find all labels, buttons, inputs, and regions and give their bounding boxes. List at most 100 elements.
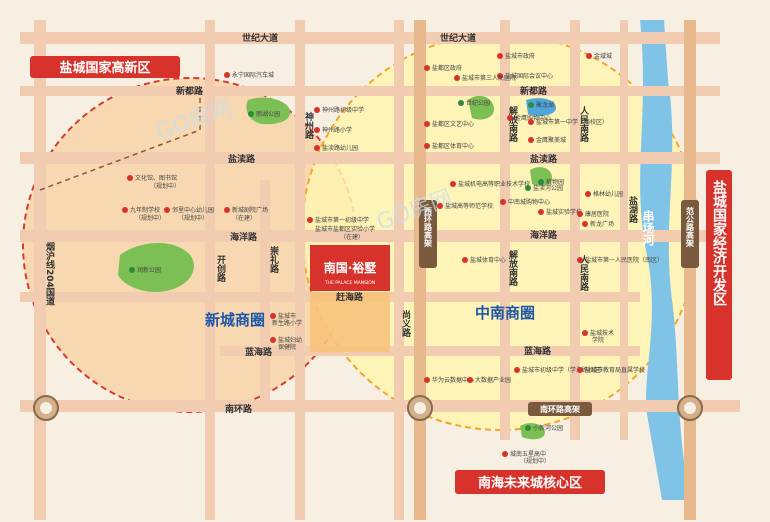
poi-yandu_zf: 盐都区政府 <box>432 64 462 72</box>
poi-shenzhou_p: 神州路初级中学 <box>322 106 364 114</box>
project-block[interactable] <box>310 245 390 291</box>
yanbo-marker <box>525 185 531 191</box>
yancheng_ji-marker <box>582 330 588 336</box>
yanbo-park <box>530 167 552 186</box>
zhiwu-marker <box>538 179 544 185</box>
nanhai-label: 南海未来城核心区 <box>478 475 582 491</box>
district-divider <box>39 90 201 191</box>
project-surround <box>310 292 390 352</box>
poi-gaoyan: 盐城高等师范学校 <box>445 202 493 210</box>
zhongnan-marker <box>500 199 506 205</box>
road-chongbei: 崇礼路 <box>268 245 279 274</box>
poi-layer: 永宁国际汽车城丽湖公园文化馆、图书馆（规划中）九年制学校（规划中）邻里中心幼儿园… <box>122 52 663 465</box>
poi-jiunian: 九年制学校 <box>130 206 160 214</box>
poi-xinchuan: 新城剧院广场 <box>232 206 268 214</box>
poi-shenzhou_x: 神州路小学 <box>322 126 352 134</box>
poi-huawei: 华为云数据中心 <box>432 376 474 384</box>
xiaohu-marker <box>525 425 531 431</box>
poi-disan: 盐城市第三人民医院 <box>462 74 516 82</box>
poi-yancheng_ji: 盐城技术 <box>590 329 614 337</box>
poi-kangyuan: 康居医院 <box>585 210 609 218</box>
gaoyan-marker <box>437 203 443 209</box>
poi-tiyu: 盐都区体育中心 <box>432 142 474 150</box>
wuxing-marker <box>502 451 508 457</box>
xinlong-marker <box>582 221 588 227</box>
poi-diyi_rm: 盐城市第一人民医院（南区） <box>585 256 663 264</box>
xihuan-elevated: 西环路高架 <box>423 207 433 248</box>
yongning-marker <box>224 72 230 78</box>
poi-chuzhong: 盐城市初级中学（学海路校区） <box>522 366 606 374</box>
shenzhou_p-marker <box>314 107 320 113</box>
chuanchang-river <box>640 20 690 500</box>
julong-marker <box>528 102 534 108</box>
zhengfu-marker <box>497 53 503 59</box>
road-renmin-2: 人民南路 <box>578 254 590 292</box>
district-east: 中南商圈 <box>475 304 535 322</box>
gelin-marker <box>585 191 591 197</box>
poi-yancheng_tiyu: 盐城体育中心 <box>470 256 506 264</box>
lihu-marker <box>248 111 254 117</box>
poi-julong: 聚龙湖 <box>536 101 554 109</box>
poi-gelin: 格林幼儿园 <box>593 190 623 198</box>
poi-linli2: （规划中） <box>178 214 208 222</box>
district-west: 新城商圈 <box>205 311 265 329</box>
chuzhong-marker <box>514 367 520 373</box>
fangong-elevated-badge <box>681 200 699 268</box>
poi-fuyou2: 保健院 <box>278 343 296 351</box>
yandu_y-marker <box>314 145 320 151</box>
project-subtitle: THE PALACE MANSION <box>324 280 375 286</box>
road-haiyang-2: 海洋路 <box>530 229 558 241</box>
road-shenzhou: 神州路 <box>303 111 315 140</box>
poi-diyizx: 盐城市第一中学（南校区） <box>536 118 608 126</box>
poi-diyi2: 盐城市盐都区实验小学 <box>315 225 375 233</box>
jingji-label: 盐城国家经济开发区 <box>711 179 728 306</box>
poi-jiunian2: （规划中） <box>135 214 165 222</box>
poi-jiaoyu: 盐城市教育局直属学校 <box>585 366 645 374</box>
diyi_rm-marker <box>577 257 583 263</box>
yancheng_tiyu-marker <box>462 257 468 263</box>
lihu-park <box>246 97 291 125</box>
shiji-park <box>468 95 495 120</box>
road-xindu: 新都路 <box>176 85 204 97</box>
nanhuan-elevated-badge <box>528 402 592 416</box>
poi-zhengfu: 盐城市政府 <box>505 52 535 60</box>
runxin-park <box>118 242 194 293</box>
poi-zhongnan: 中南城购物中心 <box>508 198 550 206</box>
yandu_zf-marker <box>424 65 430 71</box>
nanhuan-elevated: 南环路高架 <box>540 404 580 414</box>
yanchenglu-marker <box>538 209 544 215</box>
huawei-marker <box>424 377 430 383</box>
river-label: 串场河 <box>641 209 655 247</box>
poi-xinchuan2: （在建） <box>232 214 256 222</box>
runxin-marker <box>129 267 135 273</box>
road-yanhu: 盐湖路 <box>627 195 638 224</box>
road-yandu-2: 盐渎路 <box>530 153 558 165</box>
poi-lihu: 丽湖公园 <box>256 110 280 118</box>
fuyou-marker <box>270 337 276 343</box>
poi-lantian2: 新生路小学 <box>272 319 302 327</box>
poi-runxin: 润新公园 <box>137 266 161 274</box>
poi-diyi3: （在建） <box>340 233 364 241</box>
xihuan-elevated-badge <box>419 200 437 268</box>
wenyi-marker <box>424 121 430 127</box>
road-xindu-2: 新都路 <box>520 85 548 97</box>
poi-juyou: 金鹰聚美城 <box>536 136 566 144</box>
road-jiefang-2: 解放南路 <box>507 249 519 287</box>
road-shiji-2: 世纪大道 <box>440 32 476 44</box>
road-kaichuang: 开创路 <box>215 255 227 283</box>
linli-marker <box>164 207 170 213</box>
poi-guoji: 盐城国际会议中心 <box>505 72 553 80</box>
road-renmin: 人民南路 <box>578 105 590 143</box>
poi-jinying: 金鹰购物中心 <box>515 114 551 122</box>
tiyu-marker <box>424 143 430 149</box>
jinyu-marker <box>586 53 592 59</box>
nanhai-banner <box>455 470 605 494</box>
poi-xiaohu: 小新河公园 <box>533 424 563 432</box>
gaoxin-banner <box>30 56 180 78</box>
road-haiyang: 海洋路 <box>230 231 258 243</box>
gaoxin-label: 盐城国家高新区 <box>59 60 150 76</box>
poi-jidian: 盐城机电高等职业技术学校 <box>458 180 530 188</box>
shenzhou_x-marker <box>314 127 320 133</box>
